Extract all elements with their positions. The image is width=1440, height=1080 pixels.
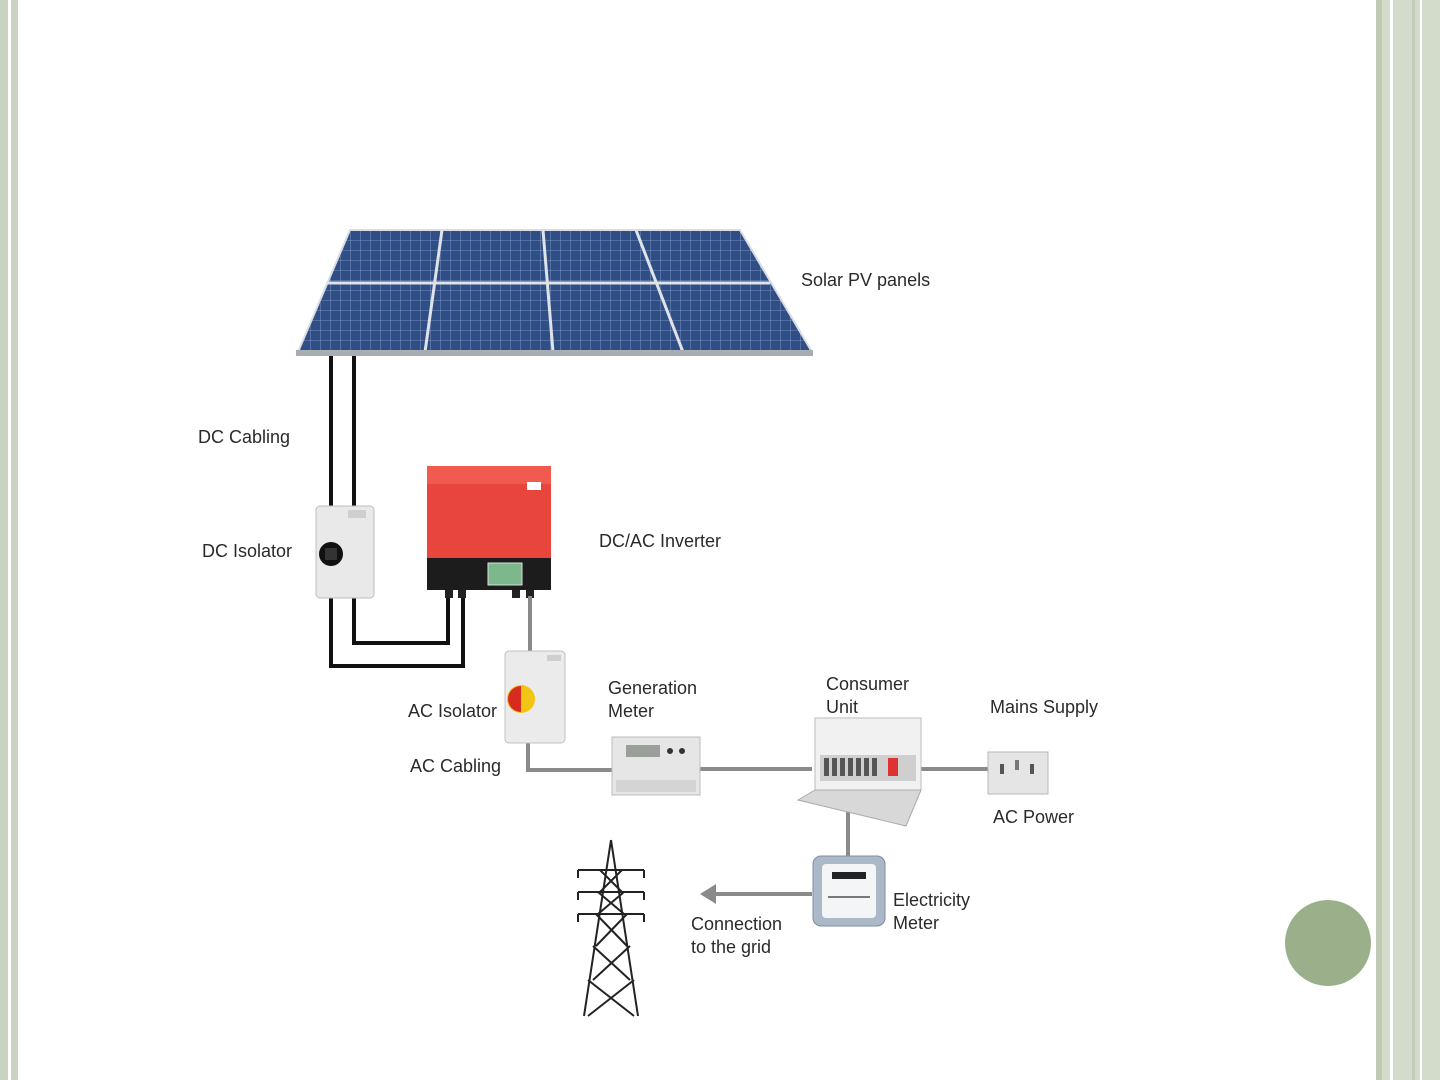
transmission-pylon-icon — [577, 839, 645, 1017]
label-mains-supply: Mains Supply — [990, 697, 1098, 717]
label-generation-meter-line1: Generation — [608, 678, 697, 698]
electricity-meter-box — [812, 855, 886, 927]
consumer-unit-box — [796, 717, 922, 827]
label-ac-power: AC Power — [993, 807, 1074, 827]
left-border — [0, 0, 18, 1080]
mains-socket — [987, 751, 1049, 795]
label-consumer-unit-line1: Consumer — [826, 674, 909, 694]
label-consumer-unit-line2: Unit — [826, 697, 858, 717]
label-dc-isolator: DC Isolator — [202, 541, 292, 561]
label-electricity-meter-line2: Meter — [893, 913, 939, 933]
inverter-box — [427, 466, 551, 598]
label-dc-cabling: DC Cabling — [198, 427, 290, 447]
label-electricity-meter-line1: Electricity — [893, 890, 970, 910]
label-solar-panels: Solar PV panels — [801, 270, 930, 290]
ac-isolator-box — [504, 650, 566, 744]
label-ac-isolator: AC Isolator — [408, 701, 497, 721]
decorative-circle — [1285, 900, 1371, 986]
dc-cabling-lines — [329, 356, 465, 668]
generation-meter-box — [611, 736, 701, 796]
label-inverter: DC/AC Inverter — [599, 531, 721, 551]
label-grid-line1: Connection — [691, 914, 782, 934]
grid-arrow-icon — [700, 884, 716, 904]
dc-isolator-box — [315, 505, 375, 599]
label-grid-line2: to the grid — [691, 937, 771, 957]
label-generation-meter-line2: Meter — [608, 701, 654, 721]
ac-cabling-lines — [526, 596, 990, 896]
right-border — [1376, 0, 1440, 1080]
solar-panels — [296, 229, 814, 356]
label-ac-cabling: AC Cabling — [410, 756, 501, 776]
